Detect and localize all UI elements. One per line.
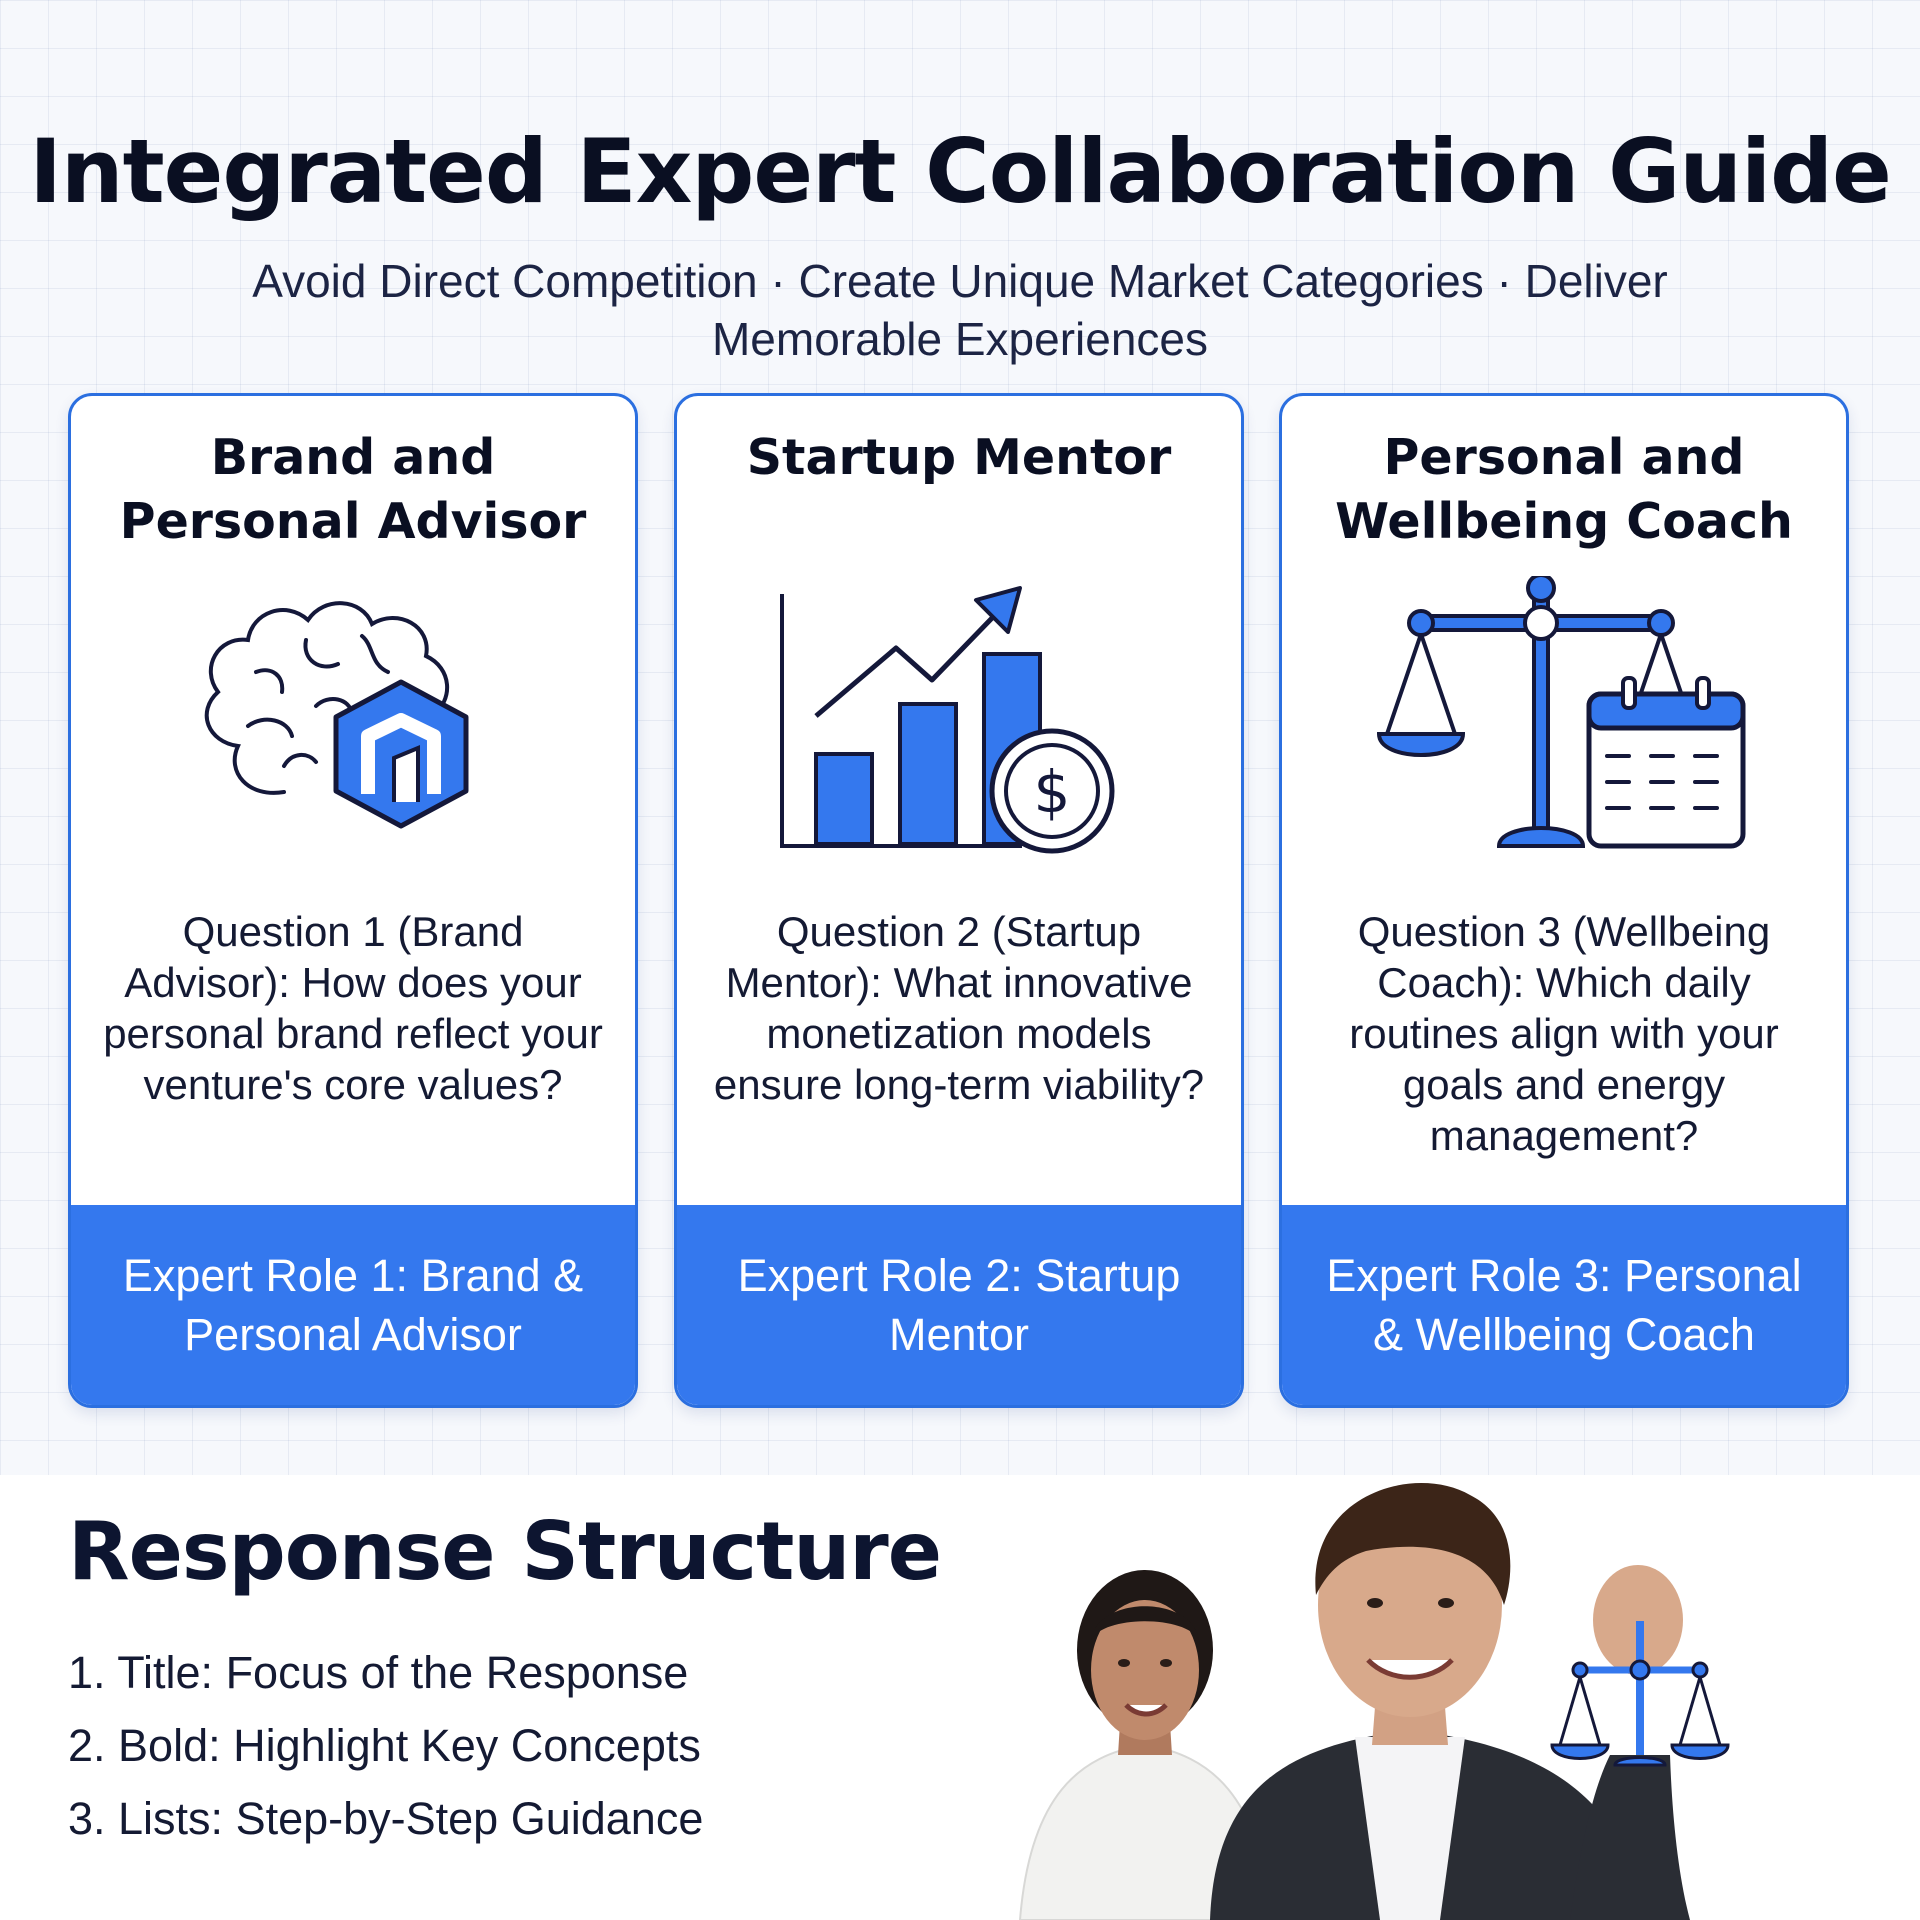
list-item: 2. Bold: Highlight Key Concepts [68,1720,701,1771]
response-structure-list: 1. Title: Focus of the Response 2. Bold:… [68,1636,703,1855]
card-footer-label: Expert Role 2: Startup Mentor [737,1250,1181,1360]
list-item: 1. Title: Focus of the Response [68,1647,689,1698]
brain-hexagon-icon [204,601,469,829]
card-title: Startup Mentor [746,429,1172,486]
man-figure [1210,1483,1690,1920]
card-question: Question 1 (Brand Advisor): How does you… [103,908,603,1108]
page-title: Integrated Expert Collaboration Guide [29,120,1892,223]
page-subtitle: Avoid Direct Competition · Create Unique… [252,255,1668,365]
expert-card-startup-mentor[interactable]: Startup Mentor $ Question 2 (Startup Men… [674,393,1244,1408]
scales-of-justice-icon [1550,1621,1730,1767]
card-question: Question 3 (Wellbeing Coach): Which dail… [1349,908,1779,1159]
balance-scale-calendar-icon [1376,576,1746,849]
card-footer-label: Expert Role 3: Personal & Wellbeing Coac… [1326,1250,1802,1360]
expert-card-wellbeing-coach[interactable]: Personal and Wellbeing Coach Question 3 … [1279,393,1849,1408]
card-footer[interactable]: Expert Role 3: Personal & Wellbeing Coac… [1282,1205,1846,1405]
people-photo [1018,1483,1730,1920]
card-footer[interactable]: Expert Role 1: Brand & Personal Advisor [71,1205,635,1405]
card-title: Brand and Personal Advisor [119,429,587,550]
response-structure-heading: Response Structure [68,1505,942,1598]
card-footer-label: Expert Role 1: Brand & Personal Advisor [122,1250,584,1360]
card-question: Question 2 (Startup Mentor): What innova… [713,908,1205,1108]
growth-chart-dollar-icon: $ [780,586,1115,854]
svg-text:$: $ [1034,758,1071,826]
list-item: 3. Lists: Step-by-Step Guidance [68,1793,704,1844]
card-title: Personal and Wellbeing Coach [1335,429,1793,550]
expert-card-brand-advisor[interactable]: Brand and Personal Advisor Question 1 (B… [68,393,638,1408]
card-footer[interactable]: Expert Role 2: Startup Mentor [677,1205,1241,1405]
